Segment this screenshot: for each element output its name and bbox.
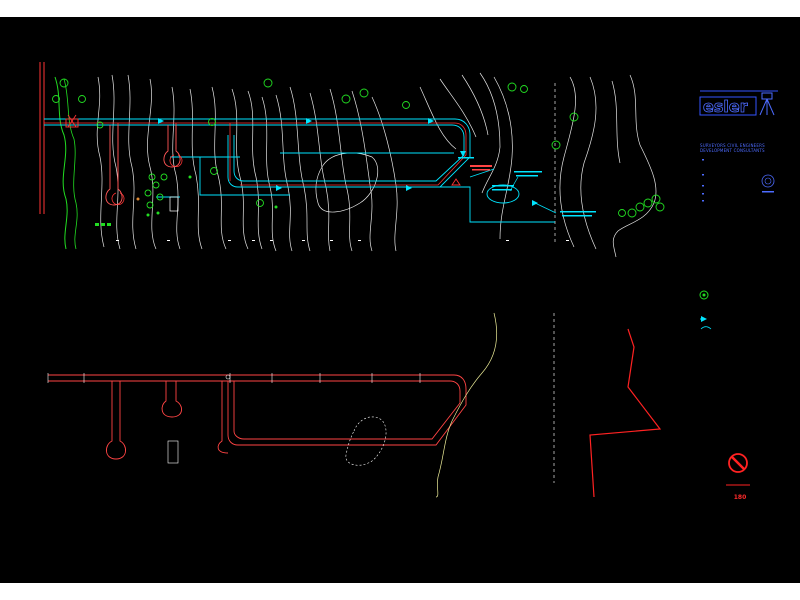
annotation-text-marks [470, 165, 492, 171]
upper-site-plan [39, 62, 665, 258]
logo-text: esler [703, 97, 748, 116]
flow-arrows [158, 118, 538, 206]
surveyor-tripod-icon [759, 92, 775, 116]
firm-name-text: SURVEYORS CIVIL ENGINEERS DEVELOPMENT CO… [700, 143, 765, 153]
red-boundary-polyline [589, 328, 662, 498]
legend-arrow-icon [701, 316, 707, 322]
lower-building-outline [167, 440, 179, 464]
contour-lines [96, 72, 657, 258]
legend [699, 290, 712, 330]
tree-symbols [52, 78, 665, 218]
lower-road-plan [47, 312, 662, 498]
vegetation-outline [54, 76, 68, 250]
legend-curve-icon [700, 326, 712, 330]
red-markers [65, 114, 461, 186]
building-outline [169, 196, 179, 212]
title-block-dots [702, 159, 704, 202]
no-noise-sign-icon [726, 453, 750, 486]
cad-drawing-canvas: esler [0, 17, 800, 583]
chainage-ticks [116, 240, 569, 241]
legend-tree-icon [699, 290, 709, 300]
site-plan-drawing: esler [39, 62, 778, 498]
left-boundary-line [39, 62, 45, 214]
road-outline-cyan [44, 118, 555, 223]
annotation-ellipse [486, 184, 520, 204]
lower-road-outline [48, 374, 467, 460]
seal-stamp [761, 174, 775, 188]
title-block: esler [699, 90, 778, 202]
noise-level-label: 180 [733, 494, 747, 501]
lower-contour-line [435, 312, 498, 498]
tree-dots [95, 175, 278, 226]
cul-de-sac-outlines [105, 125, 181, 206]
lower-dashed-outline [345, 416, 387, 466]
